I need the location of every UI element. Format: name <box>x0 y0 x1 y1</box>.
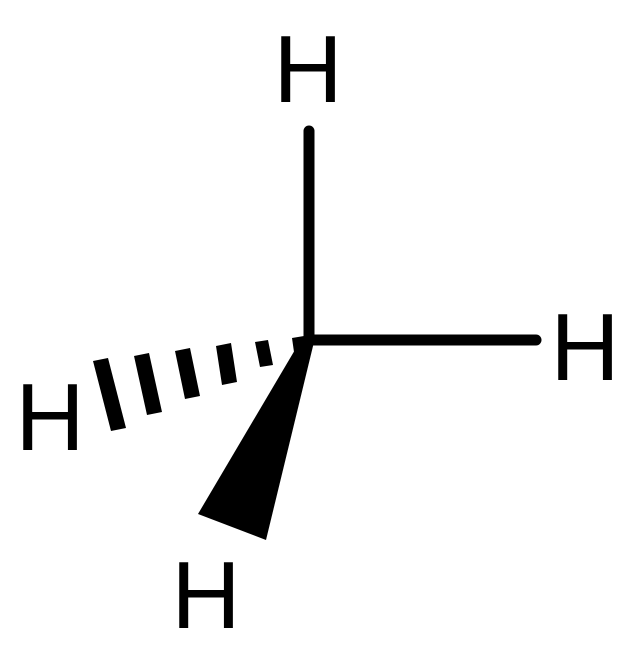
atom-label-top-h: H <box>273 16 342 123</box>
atom-label-bottom-h: H <box>171 542 240 649</box>
hashed-bond-left <box>93 336 306 431</box>
hash-stroke-2 <box>134 353 162 415</box>
wedge-bond-bottom <box>198 338 314 540</box>
atom-label-right-h: H <box>550 294 619 401</box>
hash-stroke-3 <box>175 348 200 399</box>
hash-stroke-4 <box>216 343 237 385</box>
hash-stroke-1 <box>93 358 126 431</box>
hash-stroke-6 <box>292 336 306 352</box>
hash-stroke-5 <box>255 340 273 367</box>
atom-label-left-h: H <box>15 364 84 471</box>
